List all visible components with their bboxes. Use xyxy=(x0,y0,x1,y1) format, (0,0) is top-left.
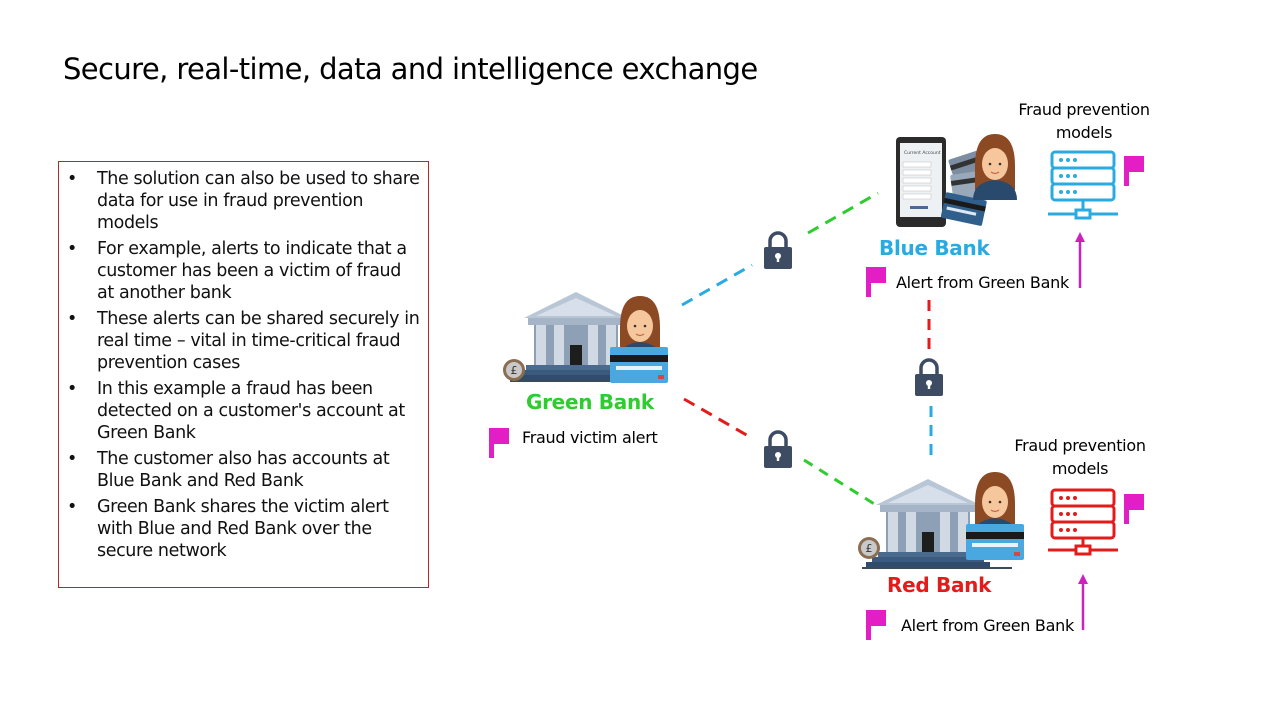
red-models-label: Fraud prevention models xyxy=(1006,436,1154,478)
link-green-red-segment xyxy=(683,397,751,439)
blue-models-label: Fraud prevention models xyxy=(1010,100,1158,142)
page-title: Secure, real-time, data and intelligence… xyxy=(63,52,758,86)
bank-card-icon xyxy=(966,524,1024,560)
blue-models-label-line1: Fraud prevention xyxy=(1018,100,1150,119)
red-server-icon xyxy=(1048,488,1118,556)
info-box: The solution can also be used to share d… xyxy=(58,161,429,588)
red-models-label-line1: Fraud prevention xyxy=(1014,436,1146,455)
bullet-item: The customer also has accounts at Blue B… xyxy=(67,448,420,492)
blue-models-label-line2: models xyxy=(1055,123,1113,142)
bullet-item: For example, alerts to indicate that a c… xyxy=(67,238,420,304)
red-bank-illustration xyxy=(858,471,1024,569)
green-bank-name: Green Bank xyxy=(526,390,654,414)
lock-icon xyxy=(762,231,794,271)
green-bank-illustration xyxy=(503,292,668,383)
green-bank-alert-label: Fraud victim alert xyxy=(522,428,658,447)
bullet-item: Green Bank shares the victim alert with … xyxy=(67,496,420,562)
link-green-red-segment xyxy=(803,458,877,507)
blue-bank-illustration: Current Account xyxy=(896,133,1018,227)
link-green-blue-segment xyxy=(681,263,753,307)
blue-bank-name: Blue Bank xyxy=(879,236,990,260)
pound-coin-icon xyxy=(503,359,525,381)
phone-screen-title: Current Account xyxy=(904,150,941,156)
bullet-item: In this example a fraud has been detecte… xyxy=(67,378,420,444)
red-bank-alert-label: Alert from Green Bank xyxy=(901,616,1074,635)
red-bank-name: Red Bank xyxy=(887,573,992,597)
flag-icon xyxy=(1124,494,1144,524)
customer-avatar xyxy=(972,133,1018,201)
pound-coin-icon xyxy=(858,537,880,559)
red-models-label-line2: models xyxy=(1051,459,1109,478)
flag-icon xyxy=(866,267,886,297)
flag-icon xyxy=(1124,156,1144,186)
arrow-up-icon xyxy=(1075,232,1085,288)
lock-icon xyxy=(913,358,945,398)
blue-server-icon xyxy=(1048,150,1118,220)
flag-icon xyxy=(866,610,886,640)
blue-bank-alert-label: Alert from Green Bank xyxy=(896,273,1069,292)
flag-icon xyxy=(489,428,509,458)
bank-card-icon xyxy=(610,347,668,383)
bullet-item: These alerts can be shared securely in r… xyxy=(67,308,420,374)
arrow-up-icon xyxy=(1078,574,1088,630)
link-green-blue-segment xyxy=(807,191,879,235)
bullet-item: The solution can also be used to share d… xyxy=(67,168,420,234)
lock-icon xyxy=(762,430,794,470)
